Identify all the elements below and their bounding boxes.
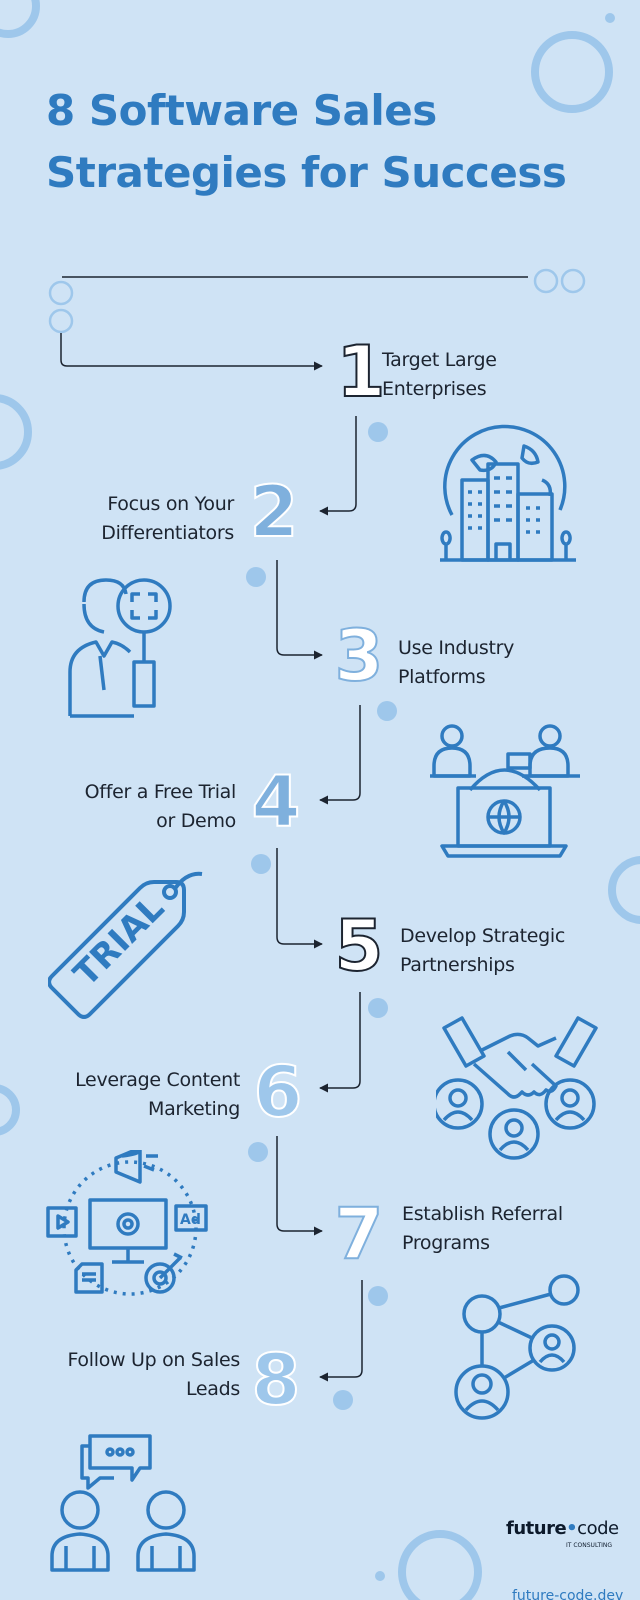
svg-text:5: 5: [335, 905, 384, 978]
decor-circle: [608, 856, 640, 924]
svg-text:8: 8: [252, 1339, 301, 1412]
decor-circle: [0, 1084, 20, 1136]
svg-text:1: 1: [337, 331, 386, 404]
magnifier-person-icon: [62, 572, 182, 722]
trial-tag-icon: TRIAL: [48, 870, 208, 1022]
step-number-2: 2: [249, 470, 300, 544]
website-link[interactable]: future-code.dev: [512, 1588, 624, 1600]
title-line-1: 8 Software Sales: [46, 86, 437, 135]
step-number-7: 7: [334, 1192, 385, 1266]
svg-text:7: 7: [335, 1193, 384, 1266]
brand-logo: future•code: [506, 1518, 619, 1539]
share-network-icon: [454, 1274, 594, 1424]
decor-circle: [531, 31, 613, 113]
trial-tag-text: TRIAL: [66, 888, 172, 994]
globe-city-icon: [432, 420, 582, 572]
step-number-3: 3: [334, 614, 385, 688]
svg-text:2: 2: [250, 471, 299, 544]
step-number-4: 4: [251, 760, 302, 834]
step-number-8: 8: [251, 1338, 302, 1412]
decor-circle: [0, 0, 40, 38]
svg-text:6: 6: [254, 1051, 303, 1124]
decor-circle: [398, 1530, 482, 1600]
chat-people-icon: [46, 1428, 206, 1578]
step-number-6: 6: [253, 1050, 304, 1124]
step-number-5: 5: [334, 904, 385, 978]
title-line-2: Strategies for Success: [46, 148, 567, 197]
content-marketing-icon: Ad: [46, 1150, 216, 1302]
laptop-globe-icon: [430, 722, 580, 872]
decor-circle: [0, 394, 32, 470]
handshake-people-icon: [436, 1008, 606, 1164]
svg-text:Ad: Ad: [180, 1212, 201, 1228]
svg-text:4: 4: [252, 761, 301, 834]
brand-subtitle: IT CONSULTING: [566, 1542, 613, 1549]
page-title: 8 Software Sales Strategies for Success: [46, 80, 567, 204]
svg-text:3: 3: [335, 615, 384, 688]
step-number-1: 1: [336, 330, 387, 404]
